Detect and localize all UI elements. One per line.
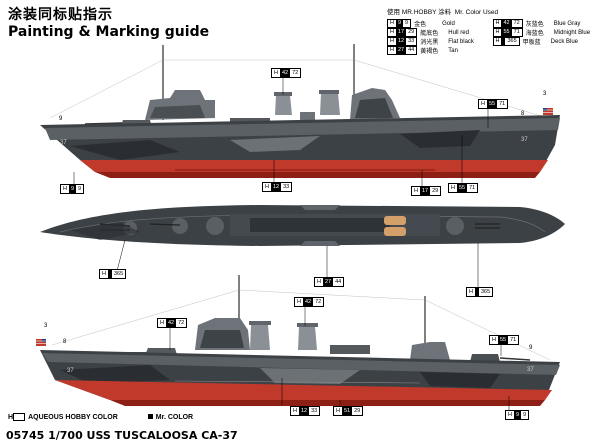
mark-number: 9 (59, 116, 63, 122)
hull-number: 37 (521, 137, 528, 143)
page-title: Painting & Marking guide (8, 24, 210, 40)
legend-heading-brand: MR.HOBBY 涂料 (401, 9, 452, 16)
mark-number: 3 (543, 91, 547, 97)
legend-heading-en: Mr. Color Used (454, 9, 499, 16)
mrcolor-legend: Mr. COLOR (147, 414, 193, 421)
legend-heading: 使用 MR.HOBBY 涂料 Mr. Color Used (387, 6, 592, 16)
ship-plan-view (40, 205, 565, 246)
mark-number: 8 (63, 339, 67, 345)
mark-number: 3 (44, 323, 48, 329)
legend-heading-cn: 使用 (387, 9, 400, 16)
mark-number: 8 (521, 111, 525, 117)
product-title: 05745 1/700 USS TUSCALOOSA CA-37 (6, 429, 238, 442)
leader-lines (73, 76, 510, 412)
mark-number: 9 (529, 345, 533, 351)
hull-number: 37 (67, 368, 74, 374)
ship-profile-top (40, 44, 560, 178)
page-title-cn: 涂装同标贴指示 (8, 6, 113, 22)
hull-number: 37 (60, 140, 67, 146)
ship-profile-bottom (36, 275, 560, 406)
hull-number: 37 (527, 367, 534, 373)
